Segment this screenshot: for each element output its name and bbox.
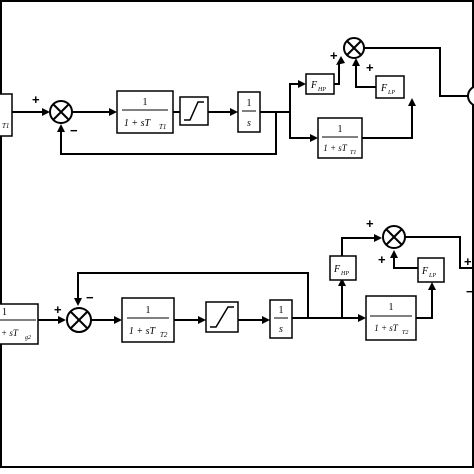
top-sum-junction-2 bbox=[343, 37, 365, 59]
top-saturation-block bbox=[179, 96, 209, 126]
svg-text:HP: HP bbox=[340, 271, 349, 277]
bottom-lp-filter: F LP bbox=[417, 257, 445, 283]
top-sum1-minus: − bbox=[70, 123, 78, 138]
bottom-line-fwdlag-lp bbox=[416, 286, 433, 319]
top-sum2-plus-left: + bbox=[330, 48, 338, 63]
bottom-input-block: 1 + sT g2 bbox=[0, 303, 39, 345]
svg-text:1 + sT: 1 + sT bbox=[374, 323, 399, 333]
bottom-edge-plus: + bbox=[464, 254, 472, 269]
svg-text:1: 1 bbox=[389, 302, 394, 313]
bottom-saturation-block bbox=[205, 301, 239, 333]
svg-text:s: s bbox=[247, 118, 251, 129]
top-sum-junction-1 bbox=[49, 100, 73, 124]
bottom-sum1-plus: + bbox=[54, 302, 62, 317]
top-lag-block: 1 1 + sT T1 bbox=[116, 90, 174, 134]
svg-text:1: 1 bbox=[247, 98, 252, 109]
svg-text:T2: T2 bbox=[402, 330, 408, 336]
svg-text:T1: T1 bbox=[350, 150, 356, 156]
top-branch-hp bbox=[289, 83, 302, 112]
svg-text:1 + sT: 1 + sT bbox=[323, 143, 348, 153]
bottom-loop: 1 + sT g2 + − 1 1 + sT T2 bbox=[0, 216, 474, 345]
svg-text:F: F bbox=[380, 83, 388, 94]
svg-text:F: F bbox=[310, 80, 318, 91]
bottom-line-lp-sum2 bbox=[393, 254, 418, 269]
bottom-integrator-block: 1 s bbox=[269, 299, 293, 339]
bottom-hp-filter: F HP bbox=[329, 255, 357, 281]
svg-text:+ sT: + sT bbox=[1, 328, 19, 338]
top-line-sum2-out bbox=[364, 47, 468, 97]
top-input-arrow bbox=[42, 108, 50, 116]
top-right-junction bbox=[467, 85, 474, 107]
bottom-feedback-path bbox=[77, 272, 309, 318]
top-feedback-path bbox=[60, 112, 277, 155]
svg-text:LP: LP bbox=[428, 273, 436, 279]
top-line-hp-sum2 bbox=[334, 62, 340, 85]
svg-text:1 + sT: 1 + sT bbox=[129, 326, 157, 337]
bottom-sum-junction-2 bbox=[382, 225, 406, 249]
svg-text:1: 1 bbox=[2, 307, 7, 318]
svg-text:1: 1 bbox=[338, 124, 343, 135]
top-sum1-plus: + bbox=[32, 92, 40, 107]
top-line-fblag-lp bbox=[362, 100, 413, 139]
bottom-sum2-plus-bottom: + bbox=[378, 252, 386, 267]
top-line-lp-sum2 bbox=[355, 62, 376, 88]
top-branch-fb bbox=[289, 112, 314, 139]
bottom-sum2-plus-top: + bbox=[366, 216, 374, 231]
top-sum2-plus-bottom: + bbox=[366, 60, 374, 75]
svg-text:g2: g2 bbox=[25, 335, 31, 341]
bottom-sum-junction-1 bbox=[66, 307, 92, 333]
bottom-line-hp-sum2 bbox=[341, 237, 378, 256]
svg-text:T2: T2 bbox=[160, 331, 168, 339]
svg-text:F: F bbox=[421, 266, 429, 277]
svg-text:1: 1 bbox=[143, 97, 148, 108]
top-lp-filter: F LP bbox=[375, 75, 405, 99]
top-integrator-block: 1 s bbox=[237, 91, 261, 133]
bottom-edge-minus: − bbox=[466, 284, 474, 299]
svg-text:s: s bbox=[279, 324, 283, 335]
svg-text:1 + sT: 1 + sT bbox=[124, 118, 152, 129]
svg-text:1: 1 bbox=[146, 305, 151, 316]
svg-text:1: 1 bbox=[279, 305, 284, 316]
top-input-block-sub: T1 bbox=[2, 122, 9, 130]
svg-text:LP: LP bbox=[387, 90, 395, 96]
top-loop: T1 + − 1 1 + sT T1 bbox=[0, 37, 474, 159]
bottom-line-sum2-out bbox=[405, 236, 474, 269]
top-feedback-lag-block: 1 1 + sT T1 bbox=[317, 117, 363, 159]
bottom-sum1-minus: − bbox=[86, 290, 94, 305]
svg-text:T1: T1 bbox=[159, 123, 166, 131]
bottom-lag-block: 1 1 + sT T2 bbox=[121, 297, 175, 343]
top-input-block bbox=[0, 93, 13, 137]
svg-text:HP: HP bbox=[317, 87, 326, 93]
bottom-forward-lag-block: 1 1 + sT T2 bbox=[365, 295, 417, 341]
svg-text:F: F bbox=[333, 264, 341, 275]
top-hp-filter: F HP bbox=[305, 73, 335, 95]
